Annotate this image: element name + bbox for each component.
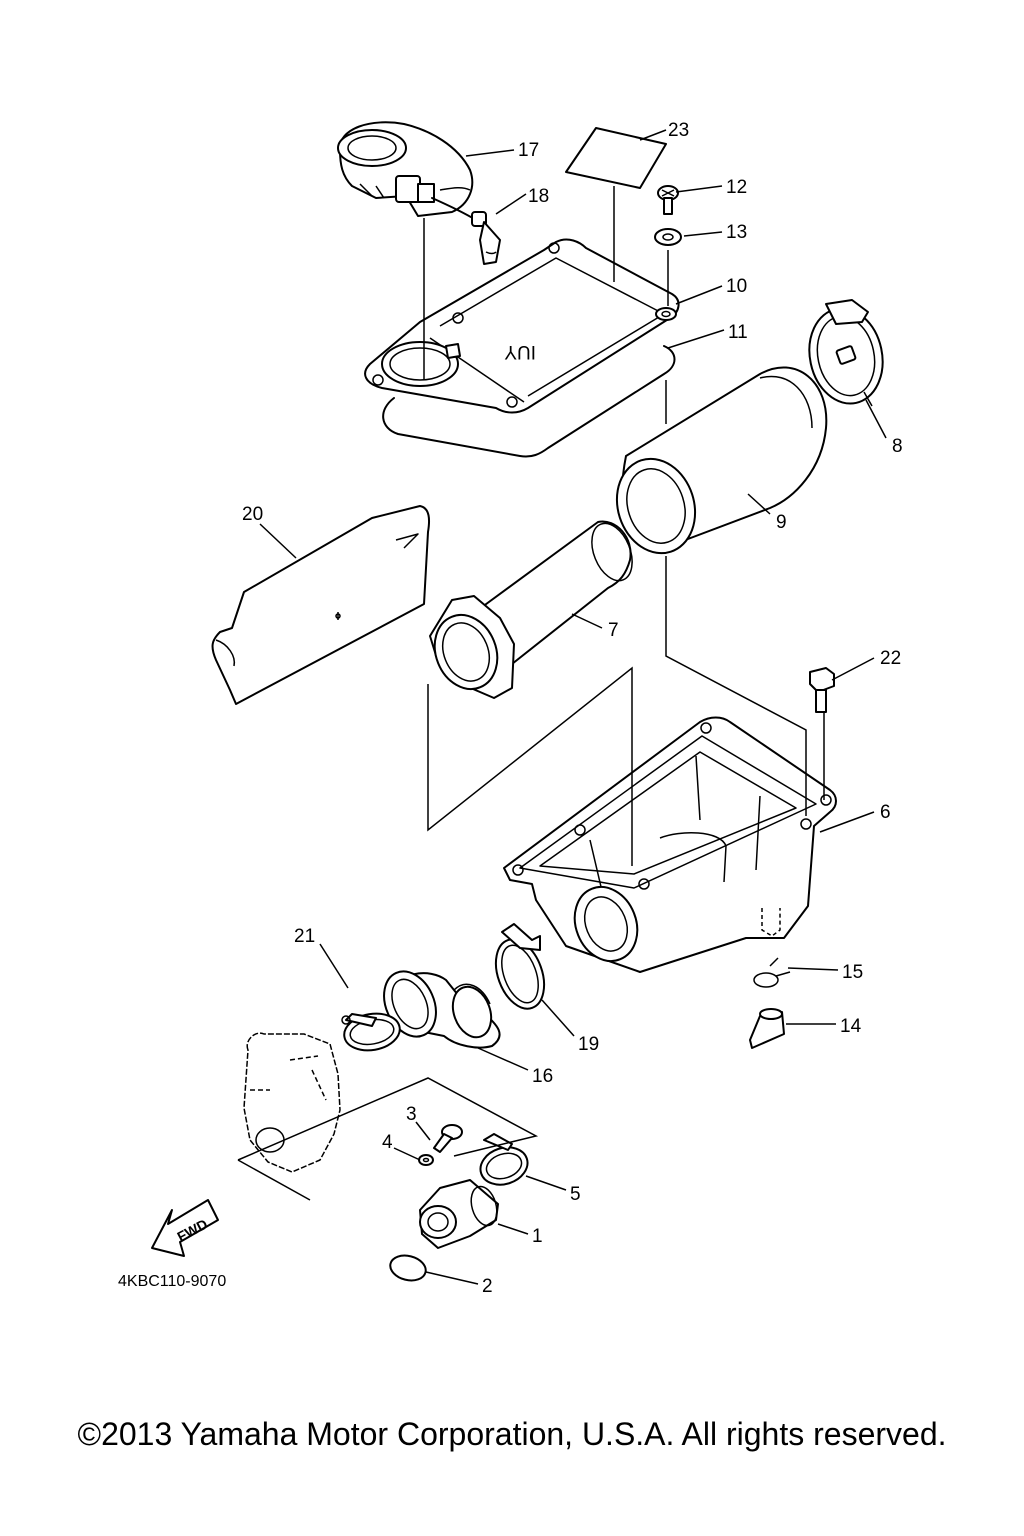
- part-19-clamp: [494, 923, 546, 1010]
- part-11-gasket: [382, 345, 676, 458]
- part-18-breather-hose: [431, 197, 501, 265]
- label-part-10: 10: [726, 276, 747, 297]
- cover-embossed-text: IUY: [504, 341, 536, 362]
- label-part-5: 5: [570, 1184, 581, 1205]
- part-1-joint-flange: [419, 1179, 499, 1249]
- part-3-bolt: [433, 1124, 463, 1153]
- label-part-18: 18: [528, 186, 549, 207]
- diagram-code: 4KBC110-9070: [118, 1273, 226, 1290]
- air-filter-cover: IUY: [364, 238, 680, 414]
- part-14-drain-plug: [749, 1008, 785, 1049]
- label-part-13: 13: [726, 222, 747, 243]
- label-part-1: 1: [532, 1226, 543, 1247]
- label-part-9: 9: [776, 512, 787, 533]
- label-part-12: 12: [726, 177, 747, 198]
- label-part-17: 17: [518, 140, 539, 161]
- label-part-15: 15: [842, 962, 863, 983]
- label-part-7: 7: [608, 620, 619, 641]
- part-10-grommet: [655, 307, 677, 321]
- part-4-washer: [418, 1154, 434, 1166]
- part-5-clamp: [479, 1133, 529, 1186]
- carburetor-reference: [243, 1032, 341, 1173]
- label-part-16: 16: [532, 1066, 553, 1087]
- part-17-intake-duct: [337, 121, 474, 217]
- label-part-19: 19: [578, 1034, 599, 1055]
- leader-lines: [259, 129, 887, 1285]
- part-20-pre-filter-sheet: [211, 505, 430, 705]
- label-part-23: 23: [668, 120, 689, 141]
- part-22-bolt: [809, 667, 835, 713]
- label-part-14: 14: [840, 1016, 862, 1037]
- label-part-4: 4: [382, 1132, 393, 1153]
- part-21-clamp: [341, 1012, 401, 1052]
- label-part-11: 11: [728, 322, 748, 343]
- label-part-3: 3: [406, 1104, 417, 1125]
- part-13-washer: [654, 228, 682, 246]
- part-6-air-filter-case: [503, 716, 837, 973]
- assembly-guide-lines: [237, 186, 825, 1201]
- label-part-21: 21: [294, 926, 315, 947]
- label-part-8: 8: [892, 436, 903, 457]
- part-7-filter-holder: [429, 520, 633, 699]
- part-2-o-ring: [389, 1254, 427, 1282]
- label-part-20: 20: [242, 504, 263, 525]
- label-part-22: 22: [880, 648, 901, 669]
- part-8-end-cap: [808, 299, 884, 407]
- part-number-labels: 17 18 23 12 13 10 11 8 9 20 7 22 6 15 14…: [242, 120, 903, 1297]
- part-12-screw: [657, 185, 679, 215]
- label-part-2: 2: [482, 1276, 493, 1297]
- fwd-direction-arrow: FWD: [151, 1199, 219, 1257]
- label-part-6: 6: [880, 802, 891, 823]
- copyright-notice: ©2013 Yamaha Motor Corporation, U.S.A. A…: [77, 1416, 947, 1452]
- part-23-label-sheet: [565, 127, 667, 189]
- part-9-filter-element: [615, 366, 828, 555]
- part-15-clip: [753, 957, 791, 988]
